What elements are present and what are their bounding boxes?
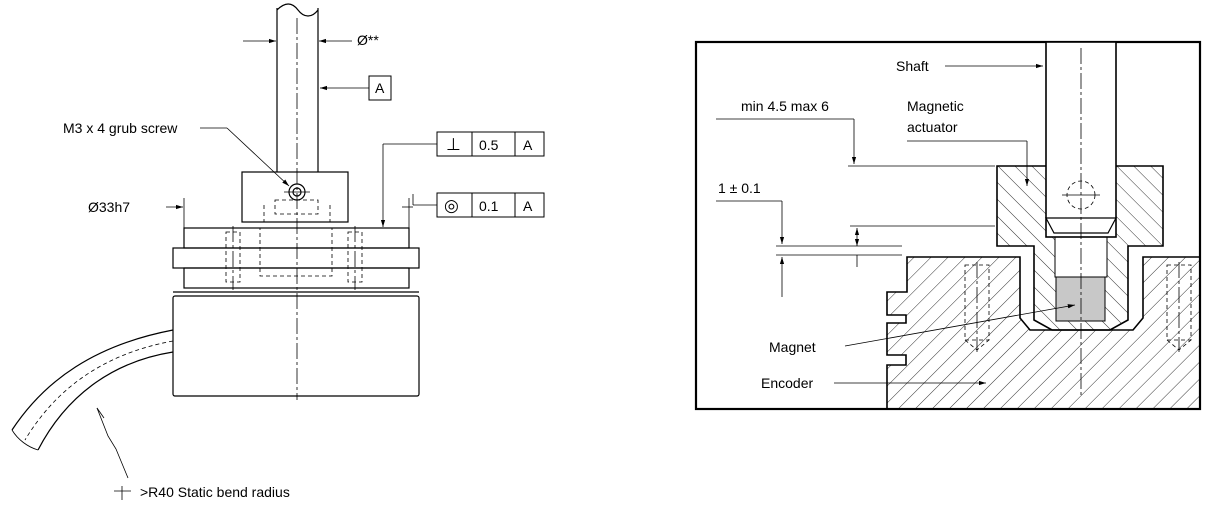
concentricity-icon: ◎ [444, 196, 459, 215]
concentricity-datum: A [523, 198, 533, 214]
shaft-diameter-dim: Ø** [243, 32, 379, 48]
gap-dimension: min 4.5 max 6 [716, 98, 995, 167]
encoder-side-view: Ø** A M3 x 4 grub screw ⊥ 0.5 A [11, 3, 545, 500]
body-diameter-dim: Ø33h7 [88, 198, 410, 228]
datum-a: A [320, 75, 392, 101]
shaft-callout: Shaft [896, 58, 1043, 74]
cable [11, 329, 174, 451]
bend-radius-label: >R40 Static bend radius [140, 484, 290, 500]
encoder-body [172, 291, 420, 397]
recess-dimension: 1 ± 0.1 [716, 180, 995, 297]
encoder-bolts [964, 262, 1192, 352]
collar [241, 171, 349, 223]
perpendicularity-value: 0.5 [479, 137, 499, 153]
actuator-callout: Magnetic actuator [907, 98, 1030, 186]
perpendicularity-frame: ⊥ 0.5 A [380, 131, 545, 227]
encoder-callout: Encoder [761, 375, 986, 391]
magnet-label: Magnet [769, 339, 816, 355]
actuator-label-line1: Magnetic [907, 98, 964, 114]
bend-radius-callout: >R40 Static bend radius [96, 407, 290, 500]
mounting-section-view: Shaft min 4.5 max 6 Magnetic actuator 1 … [694, 40, 1202, 411]
perpendicularity-icon: ⊥ [446, 135, 461, 154]
recess-label: 1 ± 0.1 [718, 180, 761, 196]
datum-a-label: A [375, 80, 385, 96]
shaft-diameter-label: Ø** [357, 32, 379, 48]
flange [172, 226, 420, 290]
shaft-label: Shaft [896, 58, 929, 74]
concentricity-value: 0.1 [479, 198, 499, 214]
actuator-label-line2: actuator [907, 119, 958, 135]
grub-screw-callout: M3 x 4 grub screw [63, 120, 290, 187]
gap-range-label: min 4.5 max 6 [741, 98, 829, 114]
body-diameter-label: Ø33h7 [88, 199, 130, 215]
magnet-callout: Magnet [769, 304, 1076, 355]
perpendicularity-datum: A [523, 137, 533, 153]
concentricity-frame: ◎ 0.1 A [402, 192, 545, 218]
grub-screw-label: M3 x 4 grub screw [63, 120, 178, 136]
magnet-block [1055, 276, 1106, 322]
encoder-label: Encoder [761, 375, 813, 391]
shaft [276, 3, 319, 172]
